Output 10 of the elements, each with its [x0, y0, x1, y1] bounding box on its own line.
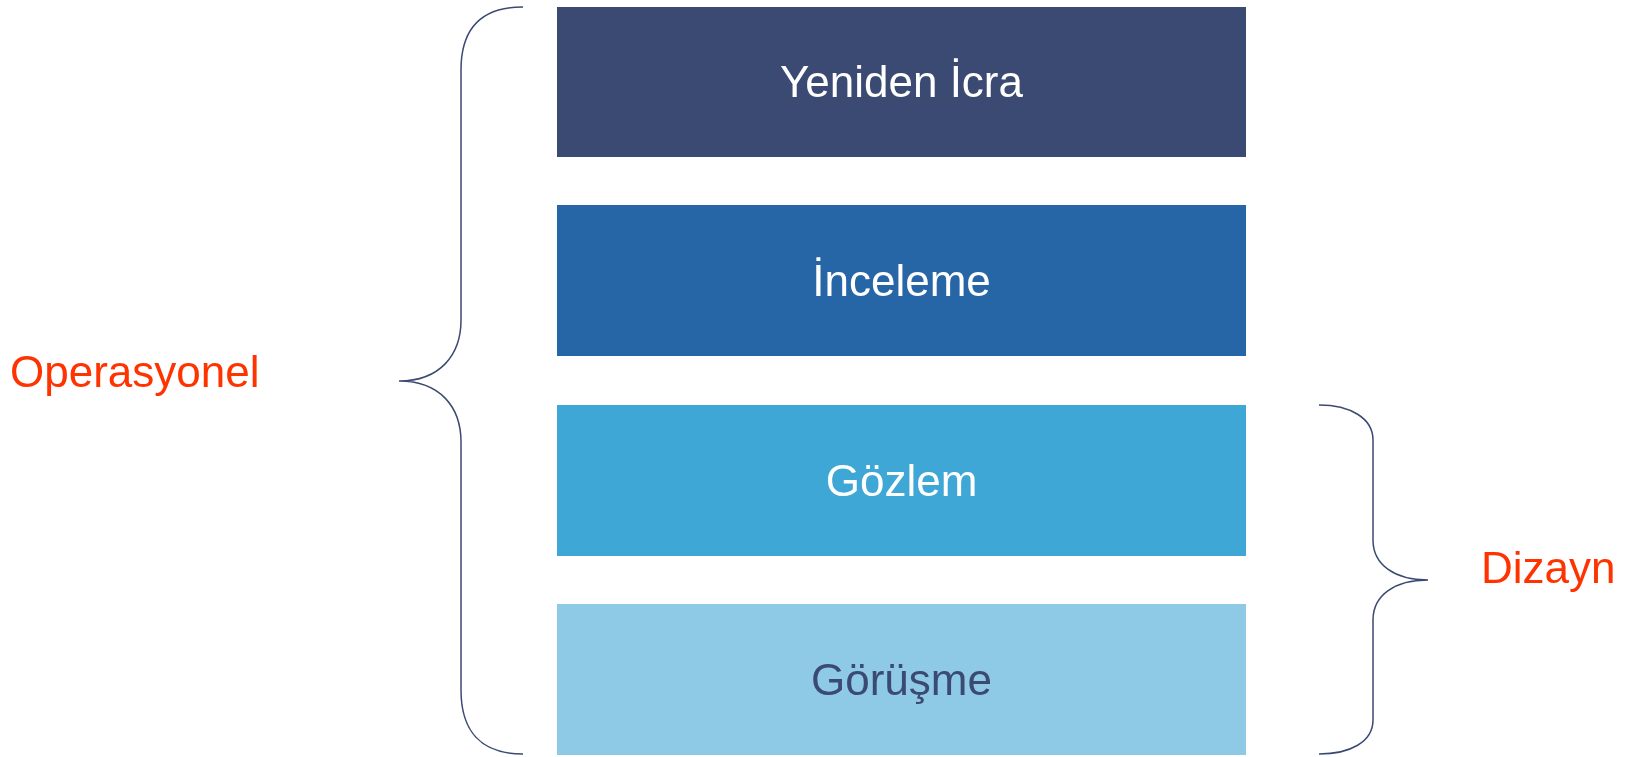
stage-label: Görüşme [811, 654, 992, 705]
stage-box [557, 604, 1246, 755]
stage-box [557, 7, 1246, 157]
stage-box [557, 405, 1246, 556]
brace-label: Operasyonel [10, 347, 260, 397]
stage-box [557, 205, 1246, 356]
stage-label: Yeniden İcra [780, 57, 1023, 107]
stage-label: İnceleme [812, 255, 991, 306]
stage-label: Gözlem [825, 455, 978, 506]
brace-label: Dizayn [1481, 543, 1616, 593]
